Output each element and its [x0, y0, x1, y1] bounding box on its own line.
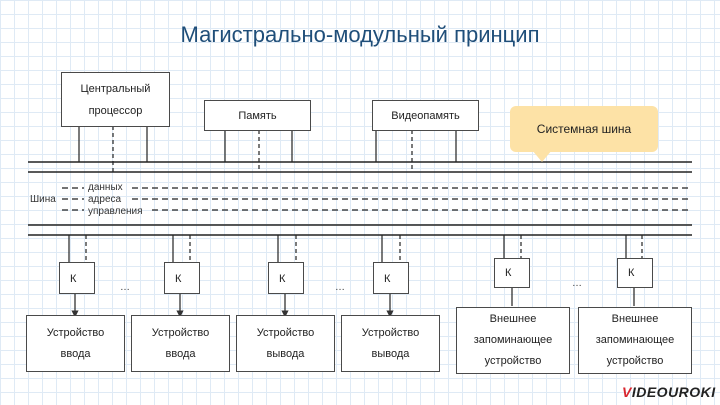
device-line1: Внешнее: [489, 313, 537, 325]
controller-label: К: [175, 273, 182, 285]
ellipsis-2: …: [335, 282, 346, 293]
videomemory-label: Видеопамять: [391, 109, 460, 122]
controller-6: К: [617, 258, 653, 288]
device-line1: Устройство: [256, 326, 315, 339]
device-line2: вывода: [266, 347, 305, 360]
device-line2: ввода: [60, 347, 91, 360]
bus-label: Шина: [30, 194, 56, 205]
bus-data-label: данных: [88, 182, 123, 193]
cpu-box: Центральный процессор: [61, 72, 170, 127]
cpu-label-line1: Центральный: [80, 82, 151, 95]
device-storage-2: Внешнее запоминающее устройство: [578, 307, 692, 374]
device-line1: Устройство: [151, 326, 210, 339]
controller-label: К: [384, 273, 391, 285]
page-title: Магистрально-модульный принцип: [180, 22, 540, 47]
ellipsis-1: …: [120, 282, 131, 293]
device-output-2: Устройство вывода: [341, 315, 440, 372]
controller-3: К: [268, 262, 304, 294]
controller-label: К: [628, 267, 635, 279]
device-input-2: Устройство ввода: [131, 315, 230, 372]
controller-1: К: [59, 262, 95, 294]
device-line1: Устройство: [46, 326, 105, 339]
device-line1: Устройство: [361, 326, 420, 339]
memory-box: Память: [204, 100, 311, 131]
device-storage-1: Внешнее запоминающее устройство: [456, 307, 570, 374]
logo-text: IDEOUROKI: [631, 384, 716, 400]
controller-label: К: [70, 273, 77, 285]
system-bus-callout: Системная шина: [510, 106, 658, 162]
videouroki-logo: VIDEOUROKI: [622, 384, 716, 400]
bus-address-label: адреса: [88, 194, 122, 205]
device-output-1: Устройство вывода: [236, 315, 335, 372]
controller-4: К: [373, 262, 409, 294]
device-line2: вывода: [371, 347, 410, 360]
device-line2: запоминающее: [473, 334, 553, 346]
device-line3: устройство: [484, 355, 542, 367]
videomemory-box: Видеопамять: [372, 100, 479, 131]
device-line2: ввода: [165, 347, 196, 360]
memory-label: Память: [238, 109, 277, 122]
controller-label: К: [279, 273, 286, 285]
logo-accent: V: [622, 384, 632, 400]
controller-label: К: [505, 267, 512, 279]
cpu-label-line2: процессор: [88, 104, 143, 117]
device-line1: Внешнее: [611, 313, 659, 325]
device-line3: устройство: [606, 355, 664, 367]
device-line2: запоминающее: [595, 334, 675, 346]
device-input-1: Устройство ввода: [26, 315, 125, 372]
bus-control-label: управления: [88, 206, 143, 217]
controller-2: К: [164, 262, 200, 294]
system-bus-callout-text: Системная шина: [536, 122, 632, 136]
controller-5: К: [494, 258, 530, 288]
ellipsis-3: …: [572, 278, 583, 289]
